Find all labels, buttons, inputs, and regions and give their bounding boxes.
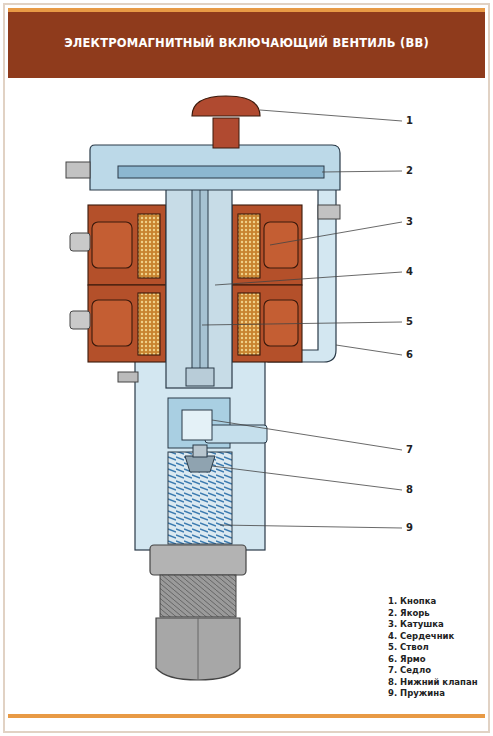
callout-number: 4 bbox=[406, 266, 413, 278]
callout-number: 9 bbox=[406, 522, 413, 534]
part-list-item: 8. Нижний клапан bbox=[388, 677, 478, 688]
callout-number: 7 bbox=[406, 444, 413, 456]
callout-number: 6 bbox=[406, 349, 413, 361]
part-list-item: 3. Катушка bbox=[388, 619, 444, 630]
part-list-item: 9. Пружина bbox=[388, 688, 445, 699]
part-list-item: 4. Сердечник bbox=[388, 631, 454, 642]
part-list-item: 2. Якорь bbox=[388, 608, 430, 619]
callout-number: 3 bbox=[406, 216, 413, 228]
part-list-item: 7. Седло bbox=[388, 665, 431, 676]
callout-number: 2 bbox=[406, 165, 413, 177]
callout-number: 1 bbox=[406, 115, 413, 127]
part-list-item: 5. Ствол bbox=[388, 642, 429, 653]
part-list-item: 1. Кнопка bbox=[388, 596, 436, 607]
part-list-item: 6. Ярмо bbox=[388, 654, 426, 665]
callout-number: 8 bbox=[406, 484, 413, 496]
title-text: ЭЛЕКТРОМАГНИТНЫЙ ВКЛЮЧАЮЩИЙ ВЕНТИЛЬ (ВВ) bbox=[14, 36, 479, 50]
callout-number: 5 bbox=[406, 316, 413, 328]
